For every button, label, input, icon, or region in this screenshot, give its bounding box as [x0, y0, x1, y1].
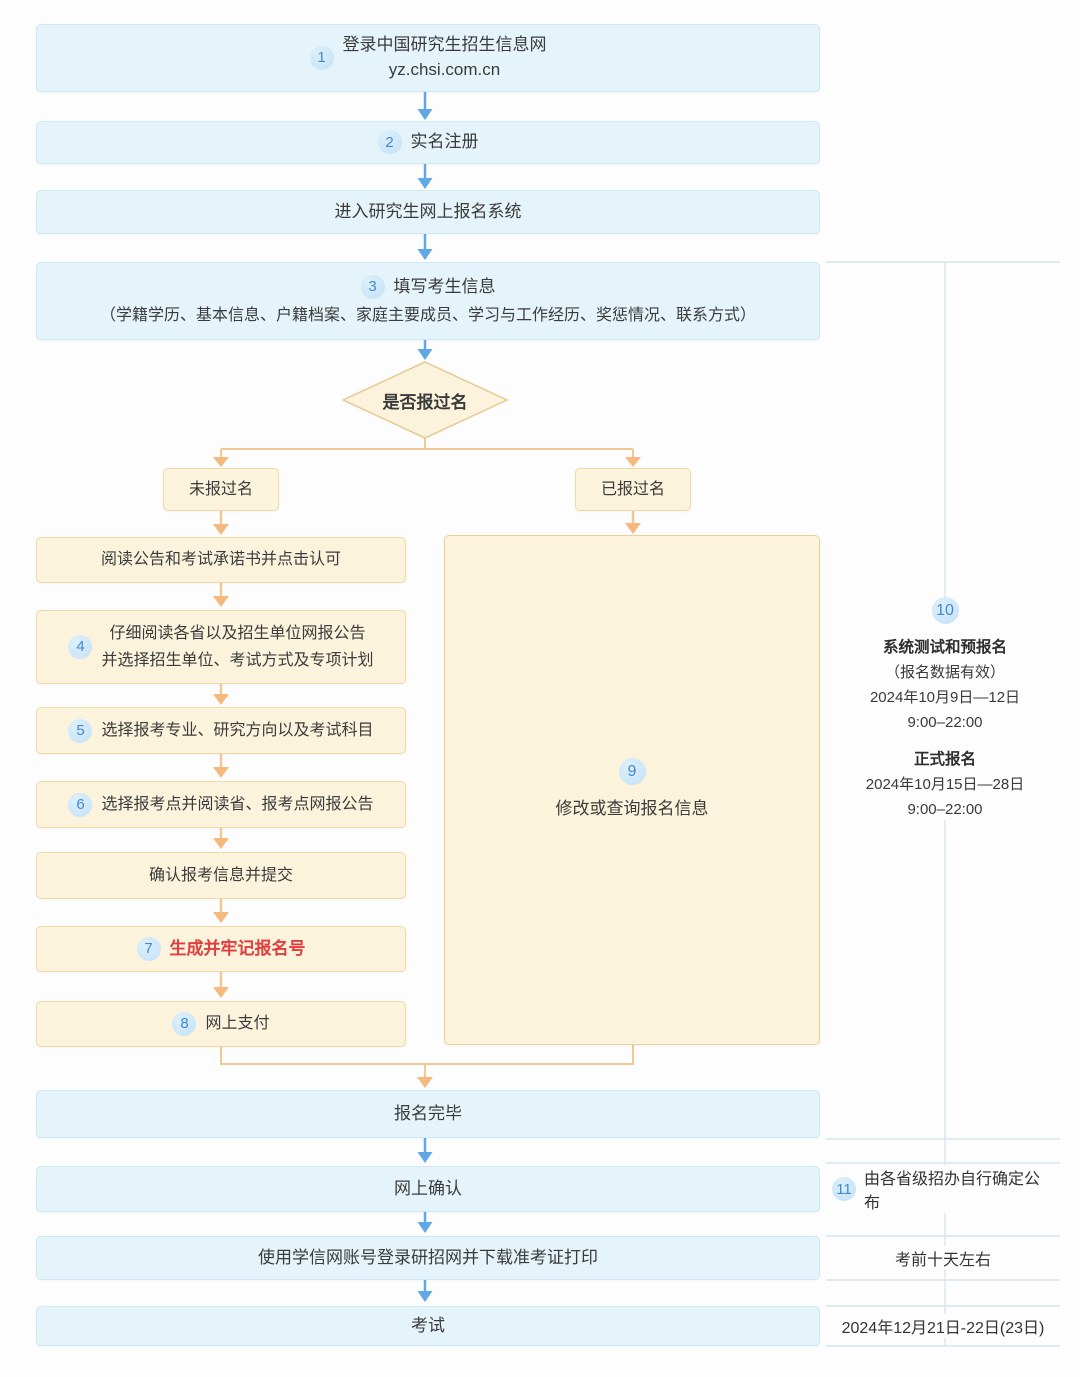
- sidebar-step10-date2: 2024年10月15日—28日: [865, 776, 1025, 793]
- node-online-confirm: 网上确认: [36, 1166, 820, 1212]
- step-8-badge: 8: [172, 1012, 197, 1036]
- node-download-ticket: 使用学信网账号登录研招网并下载准考证打印: [36, 1236, 820, 1280]
- sidebar-step10-note: （报名数据有效）: [884, 664, 1005, 681]
- node-generate-id: 7 生成并牢记报名号: [36, 926, 406, 972]
- node-choose-major: 5 选择报考专业、研究方向以及考试科目: [36, 707, 406, 754]
- node-read-notice: 阅读公告和考试承诺书并点击认可: [36, 537, 406, 583]
- node-exam: 考试: [36, 1306, 820, 1346]
- node-confirm-submit: 确认报考信息并提交: [36, 852, 406, 899]
- sidebar-step11: 11 由各省级招办自行确定公布: [826, 1165, 1060, 1213]
- sidebar-step10-time2: 9:00–22:00: [907, 801, 983, 818]
- node-choose-exam-site: 6 选择报考点并阅读省、报考点网报公告: [36, 781, 406, 828]
- node-finish: 报名完毕: [36, 1090, 820, 1138]
- sidebar-step10: 10 系统测试和预报名 （报名数据有效） 2024年10月9日—12日 9:00…: [828, 597, 1062, 820]
- step-4-badge: 4: [68, 635, 93, 659]
- sidebar-step10-date1: 2024年10月9日—12日: [869, 689, 1021, 706]
- node-modify-query: 9 修改或查询报名信息: [444, 535, 820, 1045]
- step-2-badge: 2: [377, 130, 402, 155]
- step-7-badge: 7: [136, 936, 161, 961]
- sidebar-step11-label: 由各省级招办自行确定公布: [864, 1171, 1041, 1212]
- node-enter-system-label: 进入研究生网上报名系统: [334, 201, 522, 221]
- node-modify-query-label: 修改或查询报名信息: [555, 799, 709, 819]
- node-read-province-line1: 仔细阅读各省以及招生单位网报公告: [109, 624, 366, 642]
- node-read-notice-label: 阅读公告和考试承诺书并点击认可: [100, 551, 341, 569]
- node-read-province-line2: 并选择招生单位、考试方式及专项计划: [101, 652, 374, 669]
- branch-not-registered: 未报过名: [163, 468, 279, 511]
- node-finish-label: 报名完毕: [394, 1103, 462, 1123]
- node-login-title: 登录中国研究生招生信息网: [342, 35, 547, 55]
- sidebar-exam-date: 2024年12月21日-22日(23日): [826, 1306, 1060, 1346]
- sidebar-before-exam: 考前十天左右: [826, 1236, 1060, 1280]
- node-login: 1 登录中国研究生招生信息网 yz.chsi.com.cn: [36, 24, 820, 92]
- decision-registered: 是否报过名: [343, 362, 507, 438]
- step-3-badge: 3: [360, 274, 385, 299]
- step-6-badge: 6: [68, 792, 93, 817]
- node-login-url: yz.chsi.com.cn: [388, 60, 501, 79]
- node-register-label: 实名注册: [410, 132, 479, 152]
- step-11-badge: 11: [832, 1177, 856, 1201]
- sidebar-step10-title1: 系统测试和预报名: [882, 639, 1007, 656]
- node-fill-info: 3 填写考生信息 （学籍学历、基本信息、户籍档案、家庭主要成员、学习与工作经历、…: [36, 262, 820, 340]
- node-online-confirm-label: 网上确认: [394, 1178, 462, 1198]
- node-read-province-notice: 4 仔细阅读各省以及招生单位网报公告 并选择招生单位、考试方式及专项计划: [36, 610, 406, 684]
- branch-not-registered-label: 未报过名: [188, 480, 253, 498]
- step-9-badge: 9: [618, 758, 646, 786]
- branch-registered-label: 已报过名: [600, 480, 665, 498]
- step-1-badge: 1: [309, 46, 334, 70]
- node-online-payment: 8 网上支付: [36, 1001, 406, 1047]
- decision-registered-label: 是否报过名: [382, 392, 468, 412]
- sidebar-step10-time1: 9:00–22:00: [907, 714, 983, 731]
- node-fill-info-title: 填写考生信息: [393, 276, 496, 296]
- sidebar-step10-title2: 正式报名: [913, 751, 976, 768]
- node-enter-system: 进入研究生网上报名系统: [36, 190, 820, 234]
- node-download-ticket-label: 使用学信网账号登录研招网并下载准考证打印: [258, 1247, 598, 1267]
- node-choose-major-label: 选择报考专业、研究方向以及考试科目: [101, 721, 374, 739]
- branch-registered: 已报过名: [575, 468, 691, 511]
- sidebar-exam-date-label: 2024年12月21日-22日(23日): [835, 1314, 1051, 1338]
- node-register: 2 实名注册: [36, 121, 820, 164]
- node-fill-info-detail: （学籍学历、基本信息、户籍档案、家庭主要成员、学习与工作经历、奖惩情况、联系方式…: [99, 307, 756, 325]
- node-confirm-submit-label: 确认报考信息并提交: [148, 866, 293, 884]
- step-5-badge: 5: [68, 718, 93, 743]
- node-exam-label: 考试: [411, 1315, 445, 1335]
- node-choose-exam-site-label: 选择报考点并阅读省、报考点网报公告: [101, 795, 374, 813]
- step-10-badge: 10: [931, 597, 959, 624]
- node-online-payment-label: 网上支付: [205, 1015, 270, 1033]
- node-generate-id-label: 生成并牢记报名号: [169, 938, 306, 958]
- sidebar-before-exam-label: 考前十天左右: [888, 1246, 997, 1270]
